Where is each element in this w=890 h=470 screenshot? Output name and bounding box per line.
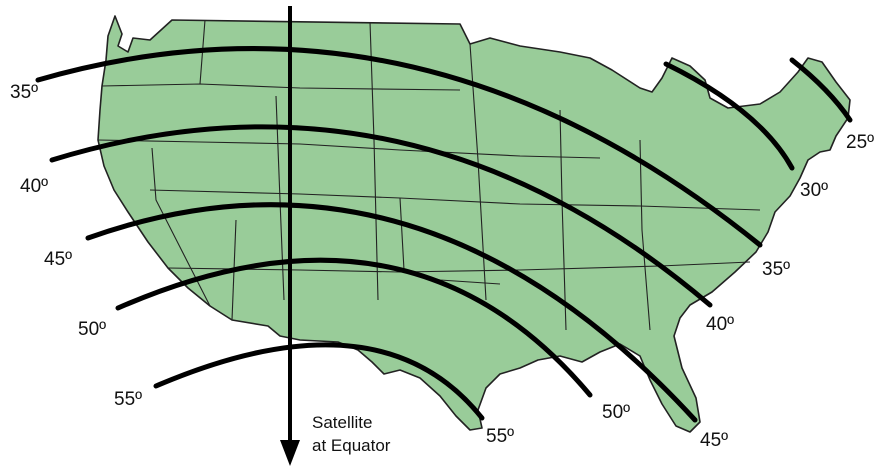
us-map-outline	[97, 15, 851, 433]
arc-label-55-east: 55º	[486, 426, 514, 447]
satellite-caption-line2: at Equator	[312, 436, 391, 455]
elevation-arc-25	[789, 57, 853, 123]
elevation-arc-45	[85, 202, 698, 423]
satellite-caption-line1: Satellite	[312, 413, 372, 432]
arc-label-45-west: 45º	[44, 249, 72, 270]
elevation-arc-40	[49, 124, 713, 308]
elevation-arc-55	[153, 342, 485, 421]
elevation-arc-30	[663, 61, 795, 171]
elevation-arc-50	[115, 257, 593, 398]
arc-label-50-east: 50º	[602, 402, 630, 423]
arc-label-55-west: 55º	[114, 389, 142, 410]
arc-label-40-west: 40º	[20, 176, 48, 197]
arc-label-25-east: 25º	[846, 132, 874, 153]
arc-label-40-east: 40º	[706, 314, 734, 335]
arc-label-50-west: 50º	[78, 319, 106, 340]
arc-label-30-east: 30º	[800, 180, 828, 201]
arc-label-35-east: 35º	[762, 259, 790, 280]
arc-label-35-west: 35º	[10, 82, 38, 103]
down-arrow-icon	[280, 440, 300, 466]
arc-label-45-east: 45º	[700, 430, 728, 451]
elevation-arc-35	[35, 46, 763, 248]
state-borders	[97, 19, 761, 331]
